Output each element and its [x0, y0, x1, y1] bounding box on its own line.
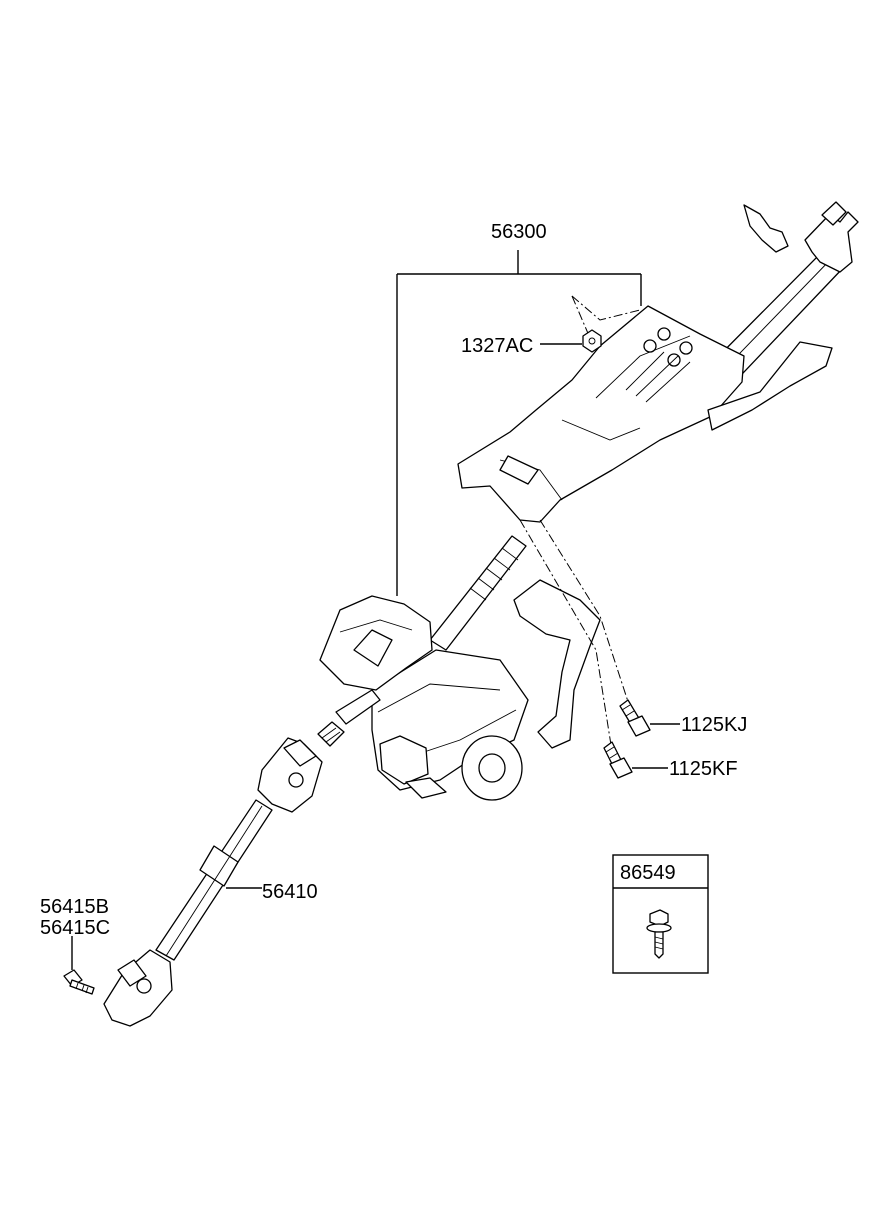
- label-56410: 56410: [262, 881, 318, 903]
- bolt-56415: 56415B 56415C: [40, 896, 110, 995]
- label-1125kj: 1125KJ: [681, 714, 747, 736]
- inset-box-86549: 86549: [612, 854, 709, 974]
- label-56415b: 56415B: [40, 896, 109, 918]
- label-56300: 56300: [491, 221, 547, 243]
- column-assembly-callout: 56300: [396, 221, 642, 596]
- steering-column-assembly: [317, 201, 859, 801]
- label-86549: 86549: [620, 862, 676, 884]
- label-56415c: 56415C: [40, 917, 110, 939]
- bolt-1125kj: 1125KJ: [619, 699, 747, 737]
- nut-1327ac: 1327AC: [461, 329, 602, 357]
- label-1327ac: 1327AC: [461, 335, 533, 357]
- label-1125kf: 1125KF: [669, 758, 738, 780]
- bracket-bolts: [625, 327, 693, 403]
- bolt-1125kf: 1125KF: [603, 741, 738, 780]
- intermediate-shaft-56410: 56410: [103, 737, 323, 1027]
